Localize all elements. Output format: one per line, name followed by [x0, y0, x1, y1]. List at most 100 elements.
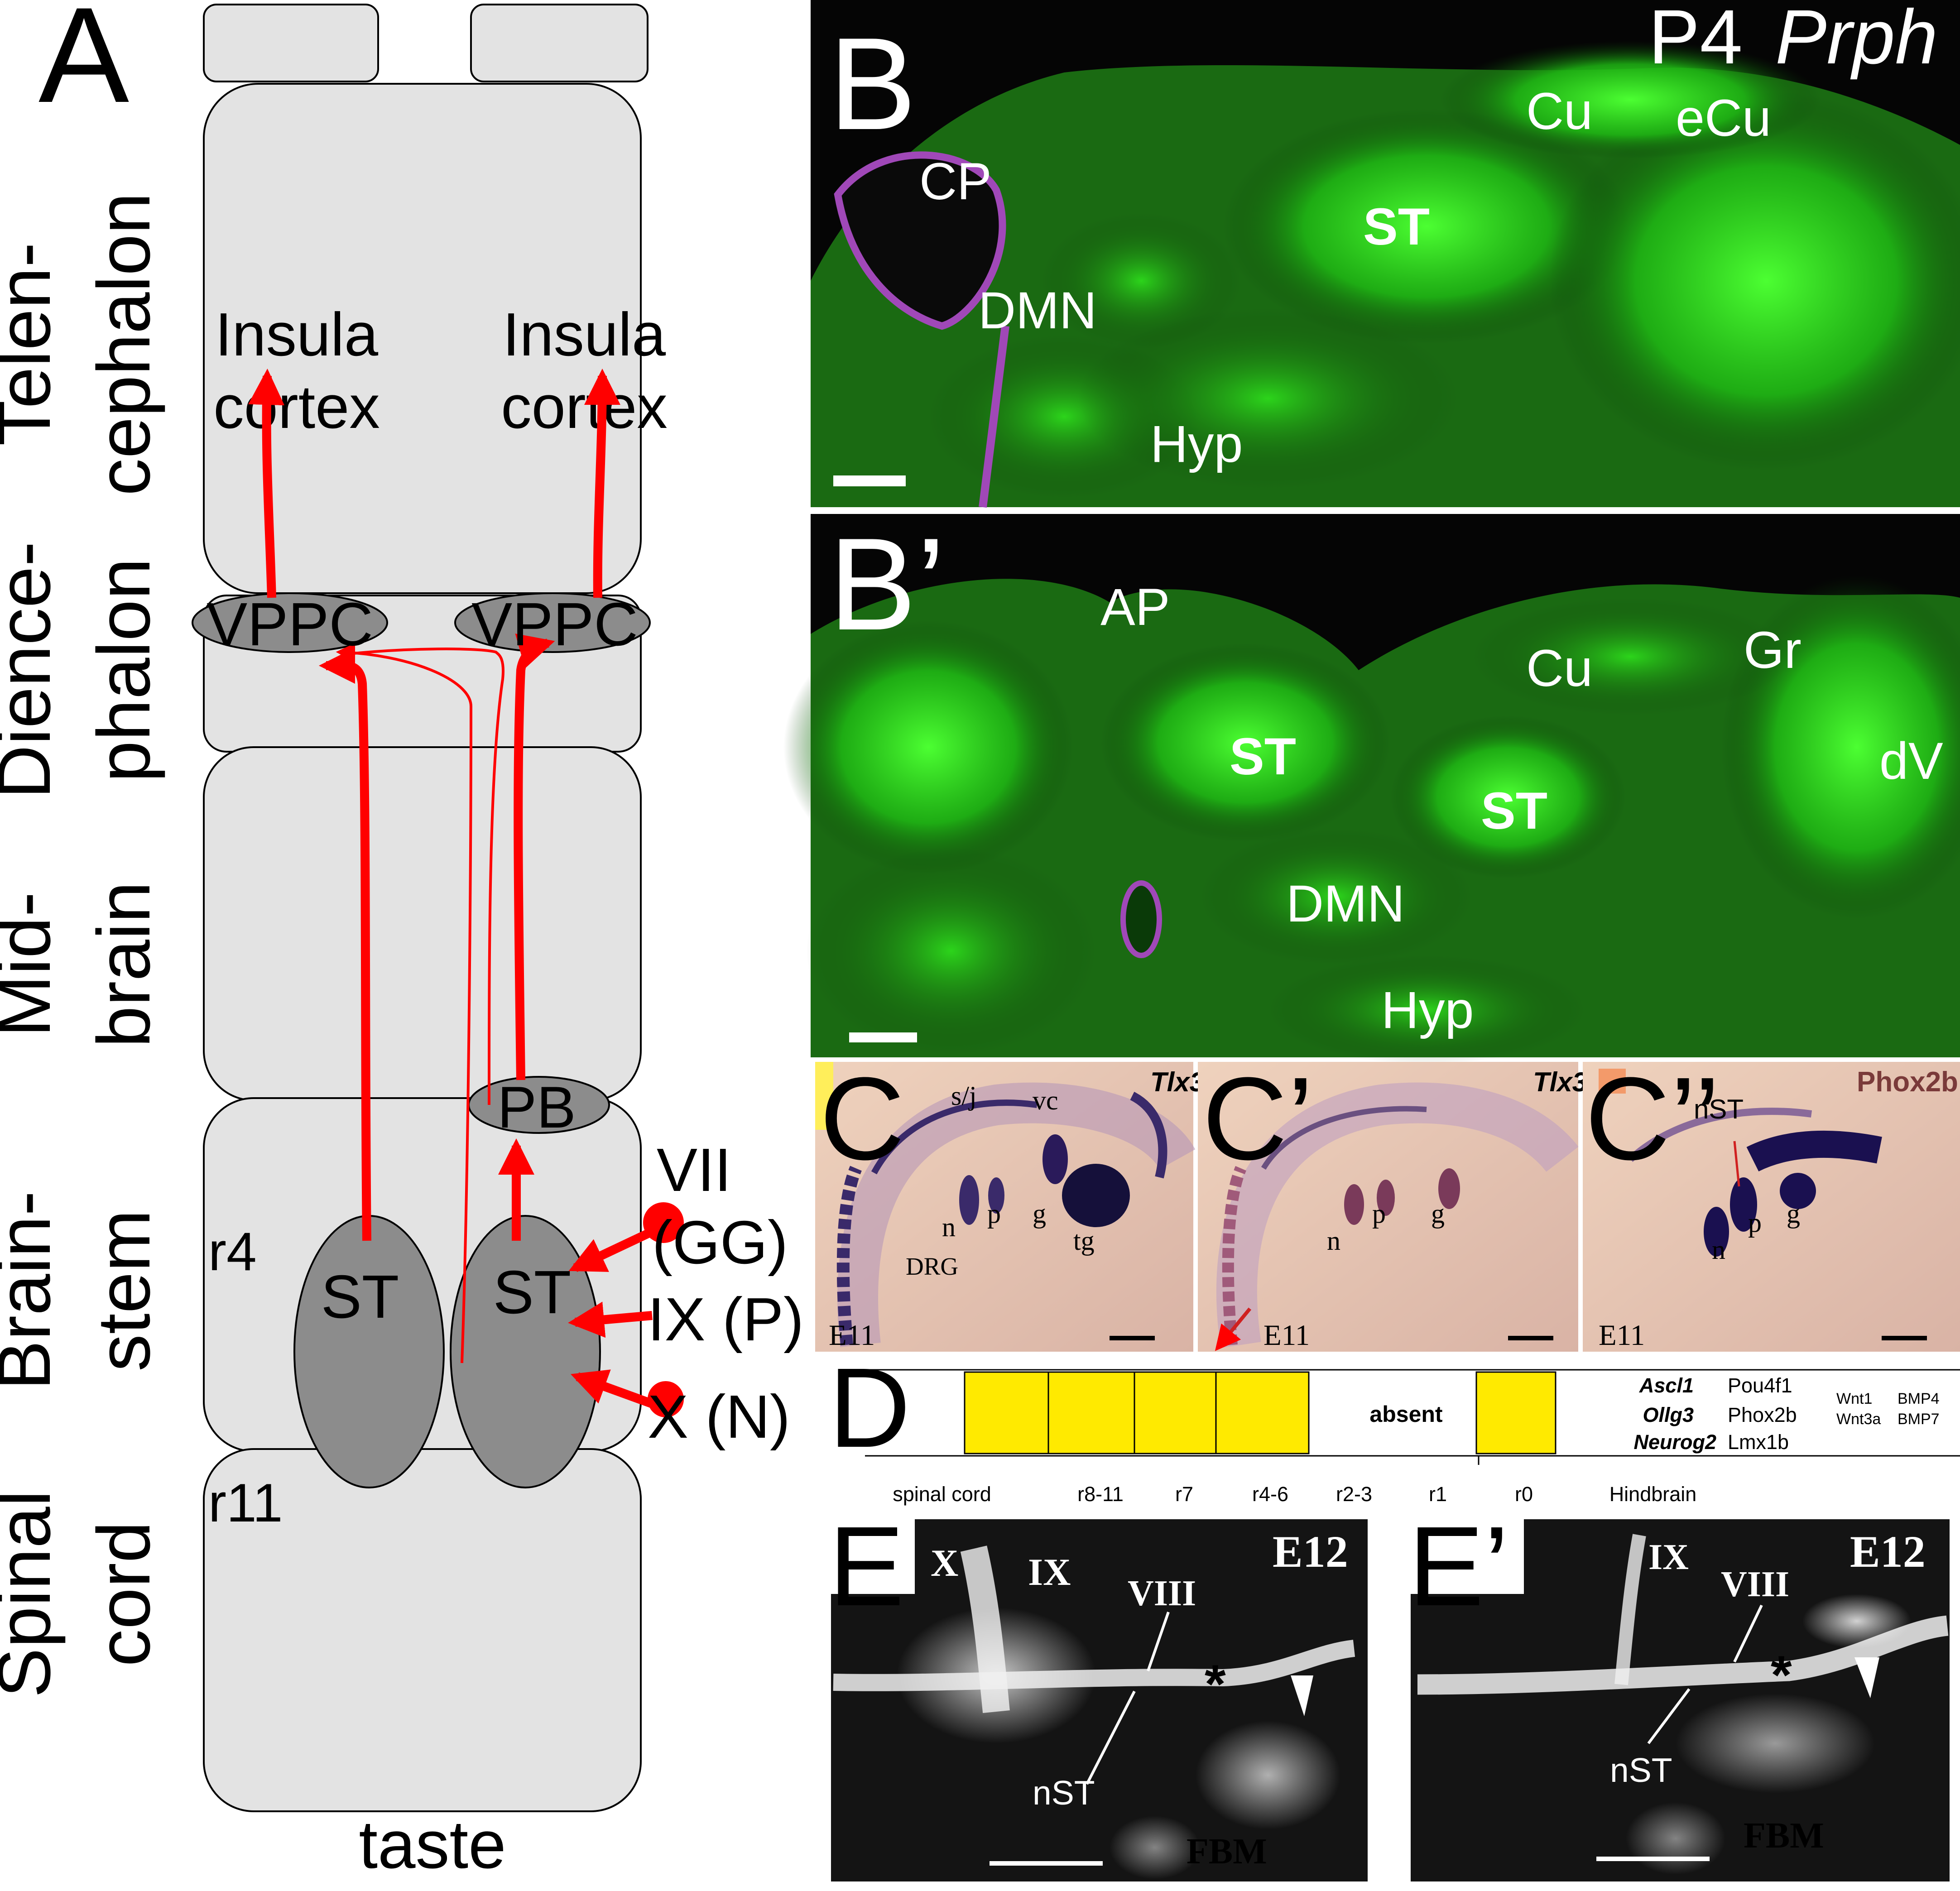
panel-b-label-st: ST — [1363, 198, 1430, 256]
panel-c-drg: DRG — [906, 1253, 958, 1280]
panel-e-label-viii: VIII — [1128, 1574, 1196, 1613]
panel-c-vc: vc — [1033, 1085, 1058, 1115]
panel-d-gene-phox2b: Phox2b — [1728, 1403, 1797, 1426]
svg-text:Spinal: Spinal — [0, 1490, 66, 1698]
svg-text:Brain-: Brain- — [0, 1191, 66, 1390]
panel-e-prime-label-ix: IX — [1648, 1537, 1689, 1577]
panel-b-scale-bar — [833, 475, 906, 486]
label-diencephalon: Dience- phalon — [0, 542, 165, 799]
panel-d-gene-wnt1: Wnt1 — [1836, 1390, 1872, 1407]
svg-text:phalon: phalon — [82, 558, 165, 782]
r4-label: r4 — [208, 1221, 257, 1282]
panel-d-letter: D — [829, 1344, 911, 1471]
panel-d-axis-r7: r7 — [1175, 1483, 1193, 1506]
panel-c-drg-chain — [836, 1166, 862, 1346]
panel-e-prime-label-nst: nST — [1610, 1751, 1672, 1789]
vppc-left-nucleus — [192, 592, 388, 653]
panel-c-dprime-nst: nST — [1694, 1094, 1744, 1124]
panel-c-dprime-stage: E11 — [1599, 1319, 1645, 1352]
panel-c-prime-stage: E11 — [1263, 1319, 1310, 1352]
panel-b-title-stage: P4 — [1648, 0, 1743, 80]
panel-c-prime-scale-bar — [1508, 1336, 1553, 1340]
panel-e-letter: E — [829, 1503, 904, 1629]
gg-label: (GG) — [652, 1208, 788, 1277]
panel-b-prime-central-canal — [1120, 880, 1162, 958]
panel-d-axis-r8-11: r8-11 — [1077, 1483, 1124, 1506]
panel-d-absent: absent — [1369, 1401, 1443, 1427]
r11-label: r11 — [208, 1473, 283, 1533]
panel-d: D absent Ascl1 Pou4f1 Wnt1 BMP4 Ollg3 Ph… — [829, 1344, 1960, 1506]
panel-c-scale-bar — [1110, 1336, 1155, 1340]
vii-input-arrow — [568, 1225, 659, 1272]
panel-c-gene: Tlx3 — [1150, 1067, 1205, 1097]
panel-d-axis-r2-3: r2-3 — [1336, 1483, 1372, 1506]
panel-d-axis-r0: r0 — [1515, 1483, 1533, 1506]
panel-e-asterisk: * — [1205, 1654, 1226, 1714]
panel-c-prime-g: g — [1431, 1199, 1445, 1229]
panel-c-dprime: C’’ Phox2b nST n p g E11 — [1583, 1053, 1960, 1352]
panel-b-prime-scale-bar — [849, 1032, 917, 1042]
label-telencephalon: Telen- cephalon — [0, 192, 165, 496]
panel-d-gene-ascl1: Ascl1 — [1639, 1374, 1694, 1397]
panel-c-prime: C’ Tlx3 n p g E11 — [1198, 1053, 1587, 1352]
panel-b: B P4 Prph CP DMN ST Cu eCu Hyp — [811, 0, 1960, 508]
panel-b-title-gene: Prph — [1775, 0, 1938, 80]
panel-b-prime-label-gr: Gr — [1744, 621, 1801, 679]
label-midbrain: Mid- brain — [0, 882, 165, 1048]
pathway-thin-1 — [336, 643, 473, 1363]
panel-c-sj: s/j — [951, 1081, 977, 1111]
svg-text:Dience-: Dience- — [0, 542, 66, 799]
panel-b-label-hyp: Hyp — [1150, 415, 1243, 473]
panel-c-dprime-p: p — [1748, 1208, 1762, 1238]
insula-left-line2: cortex — [213, 373, 380, 441]
panel-b-label-cu: Cu — [1526, 82, 1593, 140]
label-brainstem: Brain- stem — [0, 1191, 165, 1390]
ix-input-arrow — [568, 1301, 653, 1338]
panel-a-letter: A — [38, 0, 130, 131]
panel-b-label-cp: CP — [919, 153, 992, 211]
x-label: X (N) — [648, 1382, 790, 1451]
panel-d-axis-hindbrain: Hindbrain — [1609, 1483, 1697, 1506]
panel-b-prime-letter: B’ — [829, 511, 946, 658]
panel-e-prime-stage: E12 — [1850, 1526, 1926, 1577]
pathway-pb-to-vppc-right — [514, 634, 555, 1080]
panel-d-gene-bmp4: BMP4 — [1898, 1390, 1940, 1407]
ix-label: IX (P) — [648, 1285, 804, 1353]
panel-c-dprime-letter: C’’ — [1585, 1053, 1720, 1185]
insula-right-line1: Insula — [503, 300, 666, 369]
insula-right-line2: cortex — [501, 373, 668, 441]
panel-b-prime-label-dmn: DMN — [1286, 875, 1405, 933]
panel-d-box-r4-6a — [1134, 1371, 1217, 1454]
panel-c-dprime-gene: Phox2b — [1857, 1066, 1958, 1098]
svg-text:cord: cord — [82, 1521, 165, 1667]
panel-e-prime-label-viii: VIII — [1721, 1565, 1789, 1604]
svg-text:Telen-: Telen- — [0, 242, 66, 446]
spinal-cord-block — [203, 1448, 642, 1812]
panel-d-gene-lmx1b: Lmx1b — [1728, 1430, 1789, 1454]
panel-d-axis-r4-6: r4-6 — [1252, 1483, 1288, 1506]
panel-d-box-r8-11 — [964, 1371, 1049, 1454]
svg-text:brain: brain — [82, 882, 165, 1048]
panel-b-label-dmn: DMN — [978, 282, 1097, 340]
panel-a: A Telen- cephalon Dience- phalon Mid- br… — [0, 0, 804, 1882]
panel-e-prime-label-fbm: FBM — [1744, 1816, 1824, 1856]
pb-label: PB — [497, 1074, 576, 1140]
panel-c-p: p — [987, 1199, 1001, 1229]
panel-b-letter: B — [829, 10, 916, 157]
panel-c-stage: E11 — [829, 1319, 875, 1352]
panel-d-axis-spinal-cord: spinal cord — [893, 1483, 991, 1506]
panel-c: C Tlx3 s/j vc DRG n p g tg E11 — [815, 1053, 1205, 1352]
panel-b-prime-label-dv: dV — [1879, 732, 1943, 790]
panel-d-gene-ollg3: Ollg3 — [1643, 1403, 1694, 1426]
panel-e-scale-bar — [990, 1861, 1103, 1866]
panel-e-nerve-tract — [833, 1640, 1355, 1691]
panel-d-box-r0 — [1475, 1371, 1556, 1454]
taste-label: taste — [359, 1806, 506, 1882]
pathway-st-left-to-vppc — [319, 647, 371, 1241]
svg-text:cephalon: cephalon — [82, 192, 165, 496]
panel-c-dprime-n: n — [1712, 1235, 1725, 1265]
pathway-vppc-left-to-insula — [248, 369, 285, 598]
label-spinal-cord: Spinal cord — [0, 1490, 165, 1698]
top-block-left — [203, 4, 379, 82]
